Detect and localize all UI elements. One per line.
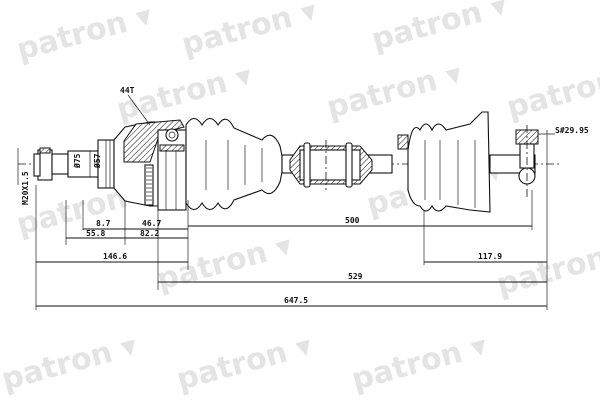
inner-spline-label: S#29.95 [555, 126, 589, 135]
outer-boot [185, 117, 283, 211]
dimension-lines [17, 94, 555, 310]
svg-text:patron ▾: patron ▾ [368, 0, 511, 58]
svg-text:patron ▾: patron ▾ [13, 0, 156, 68]
outer-cv-joint [113, 119, 187, 211]
inner-stub [489, 125, 539, 200]
thread-label: M20X1.5 [21, 171, 30, 205]
abs-ring [146, 167, 152, 201]
svg-text:patron ▾: patron ▾ [493, 233, 600, 303]
dim-529: 529 [348, 272, 363, 281]
dia-75-label: Ø75 [72, 153, 82, 169]
dim-117-9: 117.9 [478, 252, 502, 261]
dimension-labels: 44T M20X1.5 Ø75 Ø57 S#29.95 8.7 46.7 55.… [21, 86, 589, 305]
dim-55-8: 55.8 [86, 229, 105, 238]
svg-text:patron ▾: patron ▾ [503, 56, 600, 126]
svg-text:patron ▾: patron ▾ [173, 328, 316, 398]
svg-text:patron ▾: patron ▾ [323, 56, 466, 126]
abs-teeth-label: 44T [120, 86, 135, 95]
dim-146-6: 146.6 [103, 252, 127, 261]
dia-57-label: Ø57 [92, 153, 102, 169]
svg-text:patron ▾: patron ▾ [0, 328, 141, 398]
inner-boot [397, 111, 491, 213]
damper [289, 140, 373, 190]
dim-500: 500 [345, 216, 360, 225]
dim-647-5: 647.5 [284, 296, 308, 305]
outer-stub [33, 139, 115, 189]
dim-82-2: 82.2 [140, 229, 159, 238]
svg-text:patron ▾: patron ▾ [178, 0, 321, 63]
dim-46-7: 46.7 [142, 219, 161, 228]
svg-text:patron ▾: patron ▾ [153, 228, 296, 298]
svg-text:patron ▾: patron ▾ [348, 328, 491, 398]
dim-8-7: 8.7 [96, 219, 111, 228]
